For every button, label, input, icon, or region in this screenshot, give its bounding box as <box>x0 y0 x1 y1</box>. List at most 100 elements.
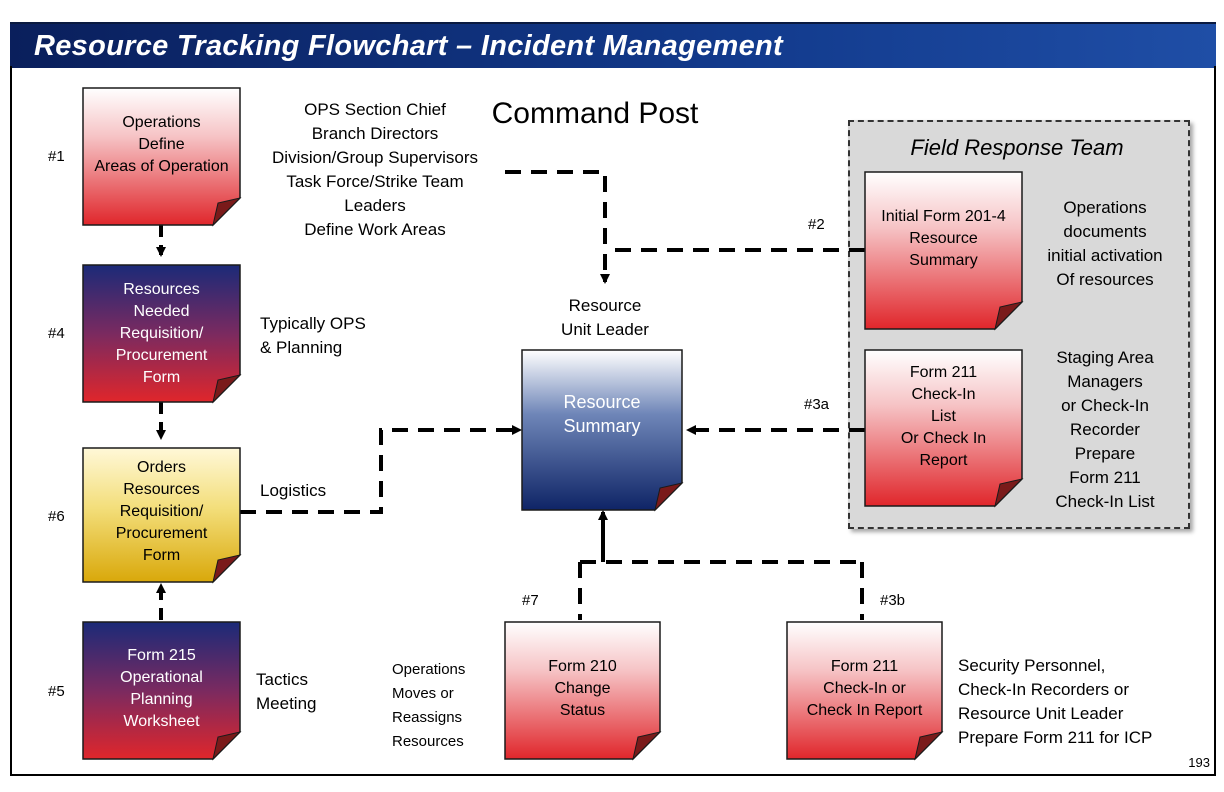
doc-5-fold <box>212 731 242 761</box>
doc-5-line-2: Operational <box>120 669 203 686</box>
staging-line-6: Form 211 <box>1069 468 1141 487</box>
ops-moves-line-2: Moves or <box>392 685 454 702</box>
doc-4-line-1: Resources <box>123 281 200 298</box>
doc-2-line-1: Initial Form 201-4 <box>881 208 1006 225</box>
staging-line-1: Staging Area <box>1056 348 1154 367</box>
doc-1-line-3: Areas of Operation <box>94 158 229 175</box>
ops-roles-line-5: Leaders <box>344 196 406 215</box>
tactics-line-2: Meeting <box>256 694 317 713</box>
staging-line-4: Recorder <box>1070 420 1140 439</box>
doc-2-line-3: Summary <box>909 252 978 269</box>
staging-line-7: Check-In List <box>1055 492 1155 511</box>
doc-7-fold <box>632 731 662 761</box>
ops-roles-line-1: OPS Section Chief <box>304 100 446 119</box>
ops-documents-line-2: documents <box>1063 222 1147 241</box>
doc-3a-line-1: Form 211 <box>909 364 978 381</box>
doc-3a-line-5: Report <box>919 452 968 469</box>
typically-ops-text: Typically OPS & Planning <box>260 312 366 360</box>
security-line-3: Resource Unit Leader <box>958 704 1124 723</box>
step-3b-label: #3b <box>880 592 906 609</box>
doc-3b-line-1: Form 211 <box>830 658 899 675</box>
security-line-2: Check-In Recorders or <box>958 680 1130 699</box>
doc-summary-fold <box>654 482 684 512</box>
security-line-1: Security Personnel, <box>958 656 1106 675</box>
staging-line-2: Managers <box>1067 372 1143 391</box>
doc-6-line-3: Requisition/ <box>119 503 204 520</box>
doc-6-line-4: Procurement <box>115 525 208 542</box>
doc-1-text: Operations Define Areas of Operation <box>83 112 240 178</box>
tactics-meeting-text: Tactics Meeting <box>256 668 316 716</box>
doc-6-line-5: Form <box>142 547 181 564</box>
doc-summary-text: Resource Summary <box>522 390 682 438</box>
ops-moves-line-3: Reassigns <box>392 709 463 726</box>
doc-5-line-4: Worksheet <box>123 713 200 730</box>
doc-4-fold <box>212 374 242 404</box>
doc-5-line-1: Form 215 <box>127 647 196 664</box>
connector-logistics <box>240 425 522 514</box>
doc-3a-line-2: Check-In <box>911 386 976 403</box>
doc-3b-line-2: Check-In or <box>823 680 906 697</box>
ops-moves-line-1: Operations <box>392 661 466 678</box>
doc-7-text: Form 210 Change Status <box>505 656 660 722</box>
doc-3b-fold <box>914 731 944 761</box>
staging-text: Staging Area Managers or Check-In Record… <box>1030 346 1180 514</box>
tactics-line-1: Tactics <box>256 670 308 689</box>
doc-3b-text: Form 211 Check-In or Check In Report <box>787 656 942 722</box>
doc-1-line-2: Define <box>138 136 185 153</box>
doc-6-line-1: Orders <box>137 459 186 476</box>
doc-1-fold <box>212 197 242 227</box>
step-3a-label: #3a <box>804 396 830 413</box>
staging-line-3: or Check-In <box>1061 396 1149 415</box>
step-4-label: #4 <box>48 325 65 342</box>
doc-3a-fold <box>994 478 1024 508</box>
doc-6-fold <box>212 554 242 584</box>
doc-2-fold <box>994 301 1024 331</box>
step-7-label: #7 <box>522 592 539 609</box>
ops-documents-line-3: initial activation <box>1047 246 1163 265</box>
ops-moves-text: Operations Moves or Reassigns Resources <box>392 658 465 754</box>
field-response-team-title: Field Response Team <box>910 135 1124 160</box>
doc-4-line-3: Requisition/ <box>119 325 204 342</box>
step-1-label: #1 <box>48 148 65 165</box>
step-2-label: #2 <box>808 216 825 233</box>
ops-documents-text: Operations documents initial activation … <box>1030 196 1180 292</box>
ops-roles-line-6: Define Work Areas <box>304 220 446 239</box>
typically-ops-line-1: Typically OPS <box>260 314 366 333</box>
slide-title: Resource Tracking Flowchart – Incident M… <box>34 30 784 62</box>
doc-4-text: Resources Needed Requisition/ Procuremen… <box>83 279 240 389</box>
doc-5-line-3: Planning <box>130 691 193 708</box>
doc-6-text: Orders Resources Requisition/ Procuremen… <box>83 457 240 567</box>
doc-2-line-2: Resource <box>909 230 978 247</box>
typically-ops-line-2: & Planning <box>260 338 343 357</box>
doc-summary-line-2: Summary <box>563 416 641 436</box>
ops-roles-line-4: Task Force/Strike Team <box>286 172 464 191</box>
doc-7-line-3: Status <box>559 702 606 719</box>
doc-1-line-1: Operations <box>122 114 201 131</box>
doc-summary-line-1: Resource <box>563 392 641 412</box>
staging-line-5: Prepare <box>1074 444 1136 463</box>
doc-4-line-4: Procurement <box>115 347 208 364</box>
title-bar: Resource Tracking Flowchart – Incident M… <box>10 22 1216 68</box>
doc-2-text: Initial Form 201-4 Resource Summary <box>865 206 1022 272</box>
step-5-label: #5 <box>48 683 65 700</box>
doc-6-line-2: Resources <box>123 481 200 498</box>
security-text: Security Personnel, Check-In Recorders o… <box>958 654 1152 750</box>
command-post-label: Command Post <box>491 97 699 130</box>
doc-3b-line-3: Check In Report <box>806 702 923 719</box>
step-6-label: #6 <box>48 508 65 525</box>
ops-roles-text: OPS Section Chief Branch Directors Divis… <box>250 98 500 242</box>
ops-documents-line-4: Of resources <box>1056 270 1154 289</box>
doc-7-line-1: Form 210 <box>548 658 617 675</box>
doc-5-text: Form 215 Operational Planning Worksheet <box>83 645 240 733</box>
ops-roles-line-3: Division/Group Supervisors <box>272 148 478 167</box>
doc-3a-line-3: List <box>931 408 956 425</box>
ops-documents-line-1: Operations <box>1063 198 1147 217</box>
doc-4-line-5: Form <box>142 369 181 386</box>
ops-moves-line-4: Resources <box>392 733 464 750</box>
doc-3a-line-4: Or Check In <box>900 430 987 447</box>
rul-line-2: Unit Leader <box>561 320 649 339</box>
rul-line-1: Resource <box>568 296 642 315</box>
